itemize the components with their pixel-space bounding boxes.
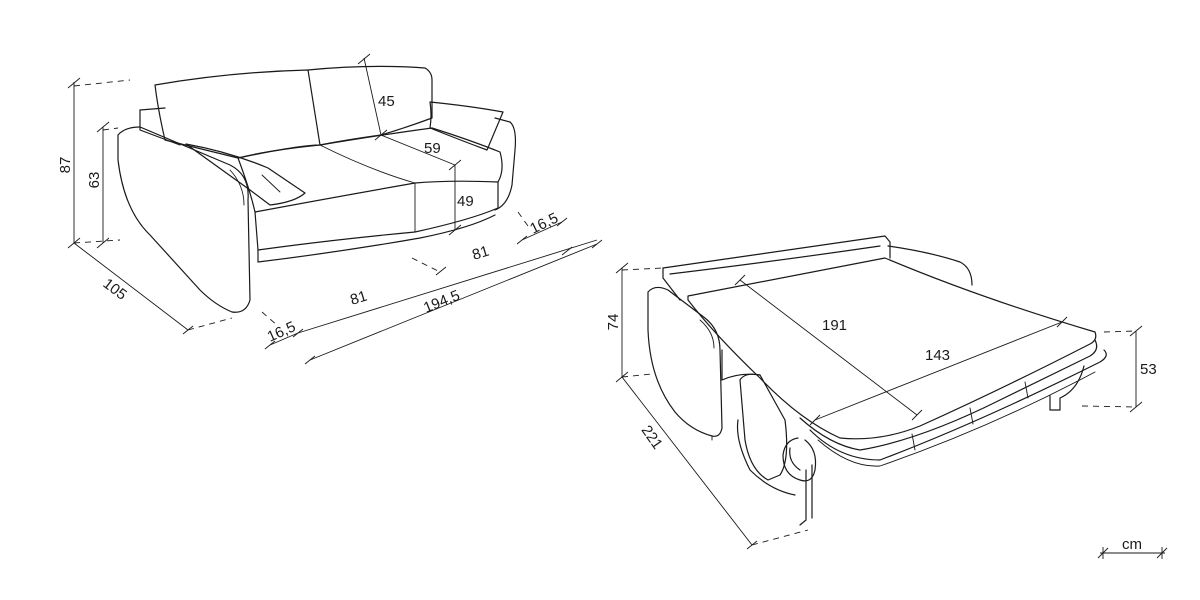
label-seat-depth: 59 [424, 140, 441, 157]
label-bed-length: 221 [638, 422, 666, 452]
dim-bed-length: 221 [621, 376, 809, 550]
label-depth: 105 [100, 275, 130, 304]
label-seat-height: 49 [457, 193, 474, 210]
sofa-dimensions: 87 63 105 45 59 [57, 53, 603, 365]
sofa-closed-drawing [117, 65, 517, 313]
label-height-total: 87 [57, 157, 74, 174]
unit-label: cm [1122, 536, 1142, 553]
label-bed-height: 74 [605, 314, 622, 331]
dim-mattress-length: 191 [734, 274, 923, 421]
label-seat-width-right: 81 [470, 243, 491, 264]
dim-seat-widths: 81 81 [292, 239, 598, 338]
dim-back-cushion: 45 [357, 53, 395, 141]
bed-dimensions: 74 221 191 143 53 [605, 262, 1157, 550]
dim-height-total: 87 [57, 77, 131, 249]
label-mattress-height: 53 [1140, 361, 1157, 378]
dim-bed-height: 74 [605, 262, 664, 383]
unit-legend: cm [1097, 536, 1168, 559]
dim-arm-width-right: 16,5 [516, 210, 568, 245]
label-mattress-width: 143 [925, 347, 950, 364]
dim-depth: 105 [73, 242, 233, 335]
label-mattress-length: 191 [822, 317, 847, 334]
label-arm-width-right: 16,5 [527, 210, 561, 238]
dim-height-arm: 63 [73, 121, 121, 249]
label-back-cushion: 45 [378, 93, 395, 110]
dim-total-width: 194,5 [304, 239, 603, 365]
label-seat-width-left: 81 [348, 288, 369, 309]
label-arm-width-left: 16,5 [265, 318, 299, 345]
dim-seat-height: 49 [448, 165, 474, 236]
dim-seat-depth: 59 [380, 134, 462, 171]
bed-open-drawing [647, 235, 1107, 526]
dim-mattress-width: 143 [809, 316, 1068, 426]
dim-mattress-height: 53 [1081, 325, 1157, 413]
label-total-width: 194,5 [421, 287, 462, 317]
label-height-arm: 63 [86, 172, 103, 189]
dim-arm-width-left: 16,5 [261, 311, 299, 350]
